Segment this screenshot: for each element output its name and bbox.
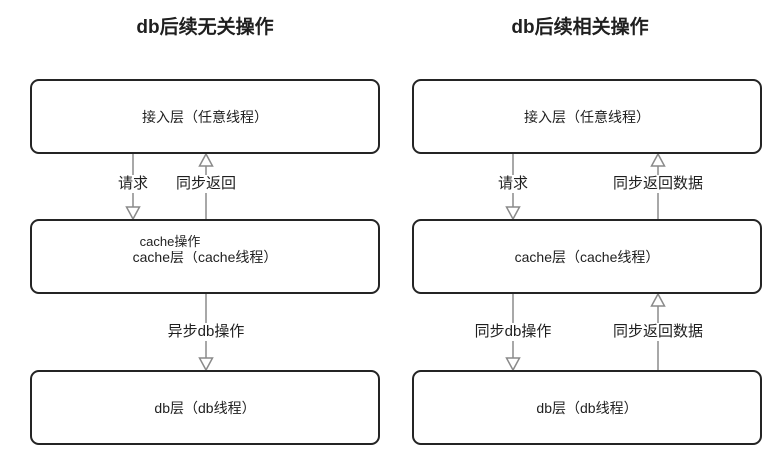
- left-request-arrowhead-down-icon: [125, 206, 141, 221]
- right-db-layer-label: db层（db线程）: [536, 399, 638, 416]
- right-sync-db-op-edge-label: 同步db操作: [471, 323, 555, 341]
- left-db-layer-box: db层（db线程）: [30, 370, 380, 445]
- right-sync-return-data-top-edge-label: 同步返回数据: [609, 175, 707, 193]
- left-cache-layer-label: cache层（cache线程）: [132, 248, 278, 265]
- right-request-edge-label: 请求: [494, 175, 532, 193]
- left-request-edge-label: 请求: [114, 175, 152, 193]
- right-access-layer-box: 接入层（任意线程）: [412, 79, 762, 154]
- right-sync-return-data-bottom-edge-label: 同步返回数据: [609, 323, 707, 341]
- left-cache-op-edge-label: cache操作: [137, 233, 203, 251]
- left-diagram-title: db后续无关操作: [136, 17, 274, 38]
- left-sync-return-arrowhead-up-icon: [198, 152, 214, 167]
- left-db-layer-label: db层（db线程）: [154, 399, 256, 416]
- right-db-layer-box: db层（db线程）: [412, 370, 762, 445]
- right-access-layer-label: 接入层（任意线程）: [524, 108, 650, 125]
- left-async-db-arrowhead-down-icon: [198, 357, 214, 372]
- left-cache-layer-box: cache层（cache线程）: [30, 219, 380, 294]
- left-async-db-op-edge-label: 异步db操作: [164, 323, 248, 341]
- right-request-arrowhead-down-icon: [505, 206, 521, 221]
- right-cache-layer-box: cache层（cache线程）: [412, 219, 762, 294]
- right-diagram-title: db后续相关操作: [511, 17, 649, 38]
- right-cache-layer-label: cache层（cache线程）: [514, 248, 660, 265]
- right-sync-db-arrowhead-down-icon: [505, 357, 521, 372]
- right-sync-return-top-arrowhead-up-icon: [650, 152, 666, 167]
- left-sync-return-edge-label: 同步返回: [172, 175, 240, 193]
- left-access-layer-label: 接入层（任意线程）: [142, 108, 268, 125]
- right-sync-return-bottom-arrowhead-up-icon: [650, 292, 666, 307]
- left-access-layer-box: 接入层（任意线程）: [30, 79, 380, 154]
